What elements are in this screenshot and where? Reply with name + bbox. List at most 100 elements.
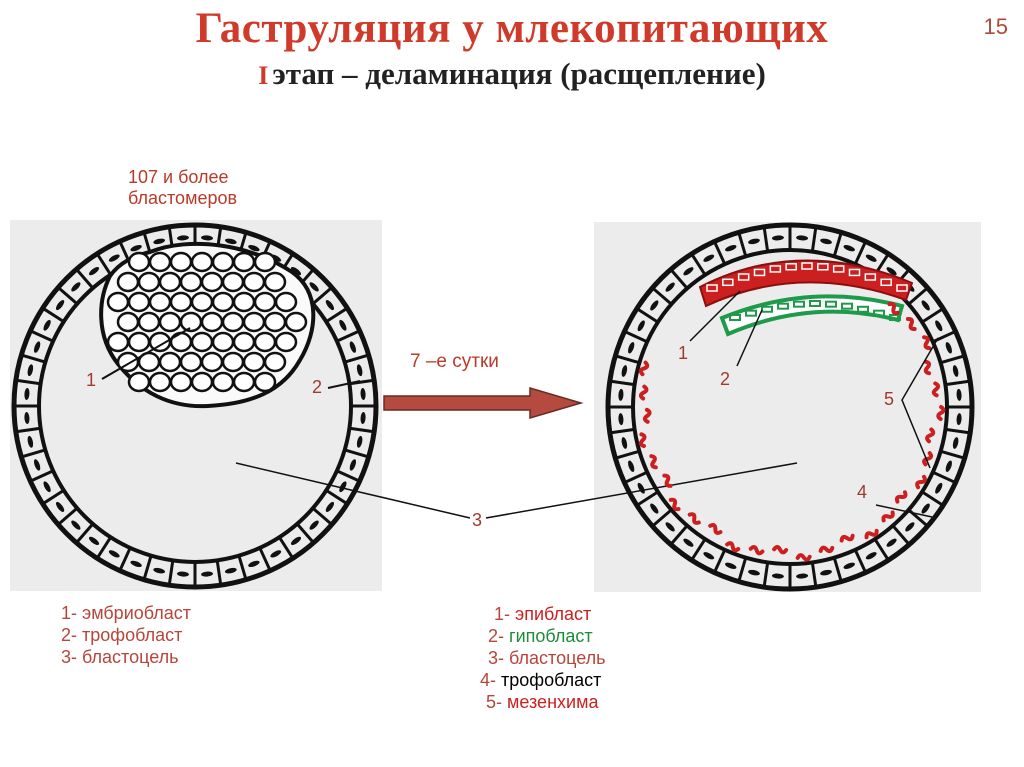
cell-nucleus [339, 481, 347, 493]
hypoblast-cell-marks [729, 300, 901, 321]
epiblast-cell [737, 273, 750, 281]
cell-nucleus [339, 319, 347, 331]
legend-right-item: 5- мезенхима [486, 692, 599, 712]
cell-nucleus [725, 562, 737, 569]
cell-nucleus [55, 501, 65, 513]
cell-nucleus [703, 254, 715, 262]
cell-wall [96, 537, 112, 559]
cell-nucleus [683, 267, 694, 276]
cell-wall [16, 426, 40, 434]
epiblast-cell [896, 284, 908, 292]
cell-wall [874, 539, 890, 561]
cell-nucleus [703, 552, 715, 560]
blastomere [253, 251, 277, 273]
cell-nucleus [637, 320, 645, 332]
cell-nucleus [628, 342, 635, 354]
cell-nucleus [621, 437, 628, 449]
cell-nucleus [33, 459, 41, 471]
cell-wall [624, 330, 647, 343]
blastomere [158, 351, 182, 373]
mesenchyme-cell [642, 407, 652, 424]
cell-nucleus [108, 254, 120, 262]
cell-wall [833, 558, 843, 582]
cell-wall [326, 307, 348, 323]
blastomere [127, 331, 151, 353]
mesenchyme-cell [923, 359, 932, 376]
cell-nucleus [935, 482, 943, 494]
embryoblast-cells [106, 251, 308, 393]
cell-nucleus [201, 235, 214, 241]
cell-nucleus [349, 459, 357, 471]
blastomere [169, 371, 193, 393]
cell-wall [670, 269, 688, 289]
cell-nucleus [886, 267, 897, 276]
cell-nucleus [748, 238, 760, 245]
leader-line-1-left [101, 327, 191, 380]
cell-wall [941, 450, 965, 460]
cell-nucleus [843, 562, 855, 569]
mesenchyme-cell [887, 301, 900, 316]
epiblast-cell [706, 284, 718, 292]
blastomere [106, 331, 130, 353]
blastomere [127, 371, 151, 393]
legend-right-item: 4- трофобласт [480, 670, 602, 690]
cell-wall [615, 354, 639, 364]
cell-nucleus [108, 550, 120, 558]
mesenchyme-cell [818, 545, 835, 554]
blastomere [211, 331, 235, 353]
blastomere [169, 331, 193, 353]
blastomere [190, 291, 214, 313]
blastomere-note: 107 и более бластомеров [128, 167, 237, 209]
mesenchyme-cell [772, 544, 789, 555]
blastomere [148, 251, 172, 273]
blastomere [221, 311, 245, 333]
slide-title: Гаструляция у млекопитающих [195, 5, 829, 52]
epiblast-cell [753, 268, 766, 277]
blastomere [137, 311, 161, 333]
mesenchyme-cell [881, 510, 895, 523]
epiblast-cell [817, 262, 829, 271]
blastomere [148, 291, 172, 313]
cell-nucleus [43, 319, 51, 331]
page-number: 15 [983, 14, 1008, 39]
cell-nucleus [683, 538, 694, 547]
marker-4-right: 4 [857, 482, 868, 502]
arrow-shape [383, 386, 584, 420]
blastomere [200, 351, 224, 373]
cell-nucleus [771, 235, 784, 241]
cell-nucleus [153, 238, 166, 245]
cell-nucleus [618, 413, 624, 426]
hypoblast-cell [729, 314, 741, 321]
leader-line-2-left [327, 380, 361, 389]
cell-wall [215, 561, 223, 585]
subtitle-prefix: I [258, 61, 269, 90]
cell-nucleus [290, 266, 302, 276]
blastomere [211, 291, 235, 313]
mesenchyme-cell [905, 317, 917, 331]
mesenchyme-cell [922, 335, 932, 351]
cell-nucleus [325, 501, 335, 513]
cell-nucleus [24, 387, 30, 400]
cell-nucleus [865, 552, 877, 560]
cell-nucleus [796, 235, 809, 241]
blastomere [253, 331, 277, 353]
blastomere [274, 331, 298, 353]
cell-wall [946, 428, 970, 435]
cell-nucleus [665, 522, 675, 532]
marker-3: 3 [472, 510, 483, 530]
cell-wall [278, 537, 294, 559]
blastomere [211, 371, 235, 393]
cell-nucleus [27, 435, 34, 448]
mesenchyme-cell [839, 533, 855, 543]
epiblast-cell [785, 262, 797, 271]
cell-nucleus [290, 536, 302, 546]
blastomere [232, 331, 256, 353]
cell-nucleus [952, 365, 959, 377]
hypoblast-cell [841, 302, 853, 310]
blastomere [158, 271, 182, 293]
mesenchyme-cell [864, 528, 879, 540]
cell-nucleus [665, 282, 675, 292]
arrow-label: 7 –е сутки [410, 351, 499, 372]
blastomere [274, 291, 298, 313]
hypoblast-cell [873, 309, 885, 317]
